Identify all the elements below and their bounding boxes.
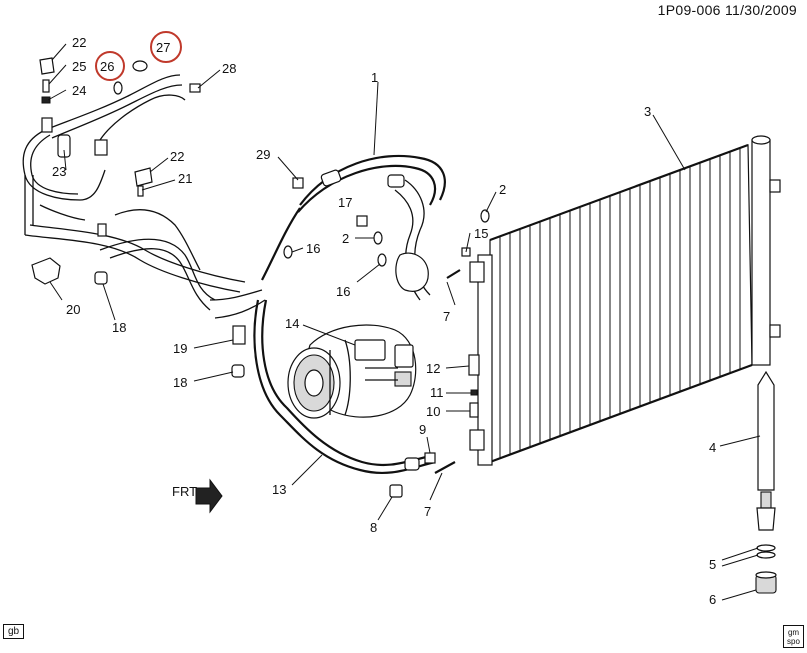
callout-16-lower: 16 [336, 284, 350, 299]
diagram-reference-code: 1P09-006 11/30/2009 [657, 2, 797, 18]
callout-3: 3 [644, 104, 651, 119]
callout-14: 14 [285, 316, 299, 331]
callout-2-right: 2 [499, 182, 506, 197]
callout-15: 15 [474, 226, 488, 241]
callout-13: 13 [272, 482, 286, 497]
callout-24: 24 [72, 83, 86, 98]
cap-22-top [39, 57, 55, 75]
callout-19: 19 [173, 341, 187, 356]
callout-10: 10 [426, 404, 440, 419]
highlight-27 [150, 31, 182, 63]
callout-numbers: 22 27 26 25 28 24 1 3 23 22 21 29 2 17 2… [52, 35, 716, 607]
callout-18-upper: 18 [112, 320, 126, 335]
logo-line-1: gm [787, 628, 800, 637]
condenser-fins [499, 148, 741, 458]
callout-18-lower: 18 [173, 375, 187, 390]
callout-27: 27 [156, 40, 170, 55]
gm-spo-logo: gm spo [783, 625, 804, 648]
highlight-circles [95, 31, 182, 81]
o-ring-5b [756, 551, 776, 559]
callout-9: 9 [419, 422, 426, 437]
callout-16-upper: 16 [306, 241, 320, 256]
callout-5: 5 [709, 557, 716, 572]
callout-2-left: 2 [342, 231, 349, 246]
callout-25: 25 [72, 59, 86, 74]
callout-20: 20 [66, 302, 80, 317]
callout-22-top: 22 [72, 35, 86, 50]
language-tag: gb [3, 624, 25, 639]
callout-21: 21 [178, 171, 192, 186]
small-fittings [31, 57, 490, 498]
logo-line-2: spo [787, 637, 800, 646]
callout-11: 11 [430, 385, 444, 400]
callout-28: 28 [222, 61, 236, 76]
callout-29: 29 [256, 147, 270, 162]
cap-22-mid [134, 167, 153, 187]
front-direction-marker: FRT [172, 478, 223, 514]
callout-12: 12 [426, 361, 440, 376]
receiver-dryer-assembly [755, 370, 777, 594]
callout-8: 8 [370, 520, 377, 535]
condenser-assembly [469, 135, 781, 466]
hose-assembly-13 [253, 299, 436, 475]
callout-7-lower: 7 [424, 504, 431, 519]
leader-lines [47, 43, 761, 601]
callout-23: 23 [52, 164, 66, 179]
callout-7-upper: 7 [443, 309, 450, 324]
valve-core-25 [42, 79, 50, 93]
callout-22-mid: 22 [170, 149, 184, 164]
highlight-26 [95, 51, 125, 81]
callout-26: 26 [100, 59, 114, 74]
o-ring-5a [756, 544, 776, 552]
front-label: FRT [172, 484, 197, 499]
hose-assembly-1 [261, 154, 446, 301]
compressor [287, 324, 417, 419]
callout-6: 6 [709, 592, 716, 607]
callout-1: 1 [371, 70, 378, 85]
callout-4: 4 [709, 440, 716, 455]
line-assembly-23 [22, 74, 266, 319]
callout-17: 17 [338, 195, 352, 210]
